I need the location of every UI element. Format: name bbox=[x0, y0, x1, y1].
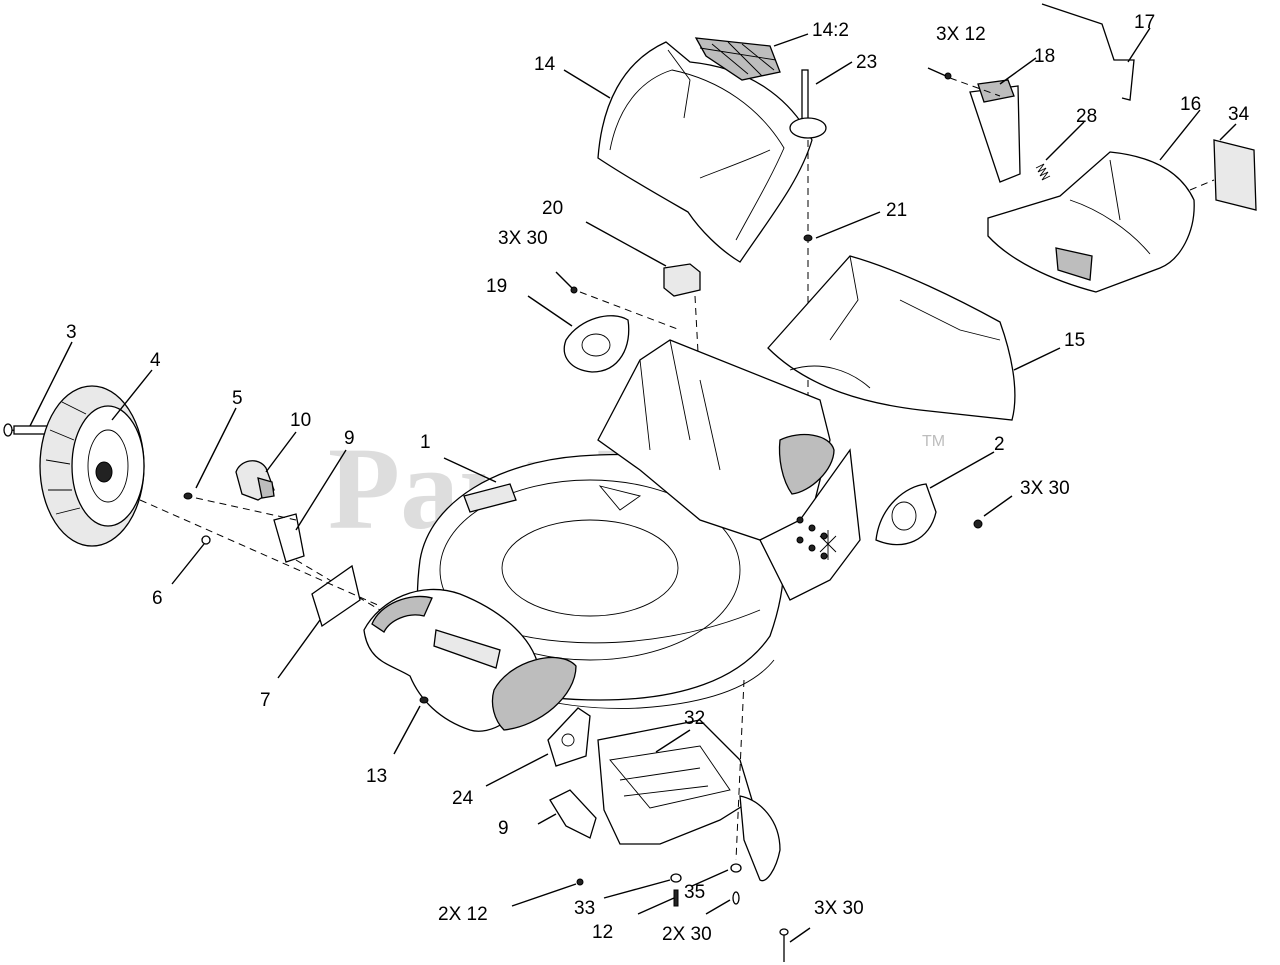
callout-12: 12 bbox=[592, 922, 613, 943]
part-spring bbox=[1035, 163, 1051, 181]
part-discharge-chute bbox=[767, 255, 1016, 421]
callout-3: 3 bbox=[66, 322, 77, 343]
callout-21: 21 bbox=[886, 200, 907, 221]
callout-32: 32 bbox=[684, 708, 705, 729]
part-rear-decal bbox=[1189, 139, 1257, 211]
part-latch-rod bbox=[1041, 3, 1135, 101]
callout-19: 19 bbox=[486, 276, 507, 297]
part-rear-cover bbox=[597, 41, 813, 263]
callout-2x30: 2X 30 bbox=[662, 924, 712, 945]
callout-20: 20 bbox=[542, 198, 563, 219]
callout-4: 4 bbox=[150, 350, 161, 371]
callout-23: 23 bbox=[856, 52, 877, 73]
callout-9-upper: 9 bbox=[344, 428, 355, 449]
part-deck-frame bbox=[597, 339, 861, 601]
part-front-bumper bbox=[363, 588, 577, 732]
callout-1: 1 bbox=[420, 432, 431, 453]
callout-14: 14 bbox=[534, 54, 556, 75]
part-rear-baffle bbox=[597, 719, 781, 882]
callout-7: 7 bbox=[260, 690, 271, 711]
part-wheel bbox=[39, 385, 145, 547]
part-latch-bracket bbox=[944, 72, 1021, 183]
callout-24: 24 bbox=[452, 788, 474, 809]
callout-3x30-right: 3X 30 bbox=[1020, 478, 1070, 499]
callout-33: 33 bbox=[574, 898, 595, 919]
leader-lines bbox=[29, 27, 1237, 943]
callout-5: 5 bbox=[232, 388, 243, 409]
callout-18: 18 bbox=[1034, 46, 1055, 67]
part-gasket-right bbox=[875, 483, 983, 546]
callout-3x12: 3X 12 bbox=[936, 24, 986, 45]
callout-10: 10 bbox=[290, 410, 311, 431]
part-height-bracket bbox=[547, 707, 591, 767]
part-bottom-hardware bbox=[576, 679, 789, 962]
part-decal bbox=[694, 37, 781, 81]
callout-34: 34 bbox=[1228, 104, 1250, 125]
callout-6: 6 bbox=[152, 588, 163, 609]
watermark-trademark: TM bbox=[922, 433, 945, 450]
callout-9-lower: 9 bbox=[498, 818, 509, 839]
callout-2: 2 bbox=[994, 434, 1005, 455]
part-gasket-left bbox=[563, 286, 681, 373]
part-axle-hardware bbox=[139, 492, 429, 704]
callout-labels: 1 2 3 4 5 6 7 9 9 10 12 13 14 14:2 15 16… bbox=[66, 12, 1250, 945]
callout-2x12: 2X 12 bbox=[438, 904, 488, 925]
callout-17: 17 bbox=[1134, 12, 1155, 33]
callout-3x30-bottom: 3X 30 bbox=[814, 898, 864, 919]
callout-16: 16 bbox=[1180, 94, 1201, 115]
callout-3x30-upper: 3X 30 bbox=[498, 228, 548, 249]
callout-35: 35 bbox=[684, 882, 705, 903]
callout-14-2: 14:2 bbox=[812, 20, 849, 41]
callout-28: 28 bbox=[1076, 106, 1097, 127]
callout-15: 15 bbox=[1064, 330, 1085, 351]
part-rear-door bbox=[987, 151, 1195, 293]
callout-13: 13 bbox=[366, 766, 387, 787]
part-adjuster-knob bbox=[235, 460, 275, 501]
part-axle-plate bbox=[311, 564, 361, 628]
part-lower-bracket bbox=[549, 789, 597, 839]
